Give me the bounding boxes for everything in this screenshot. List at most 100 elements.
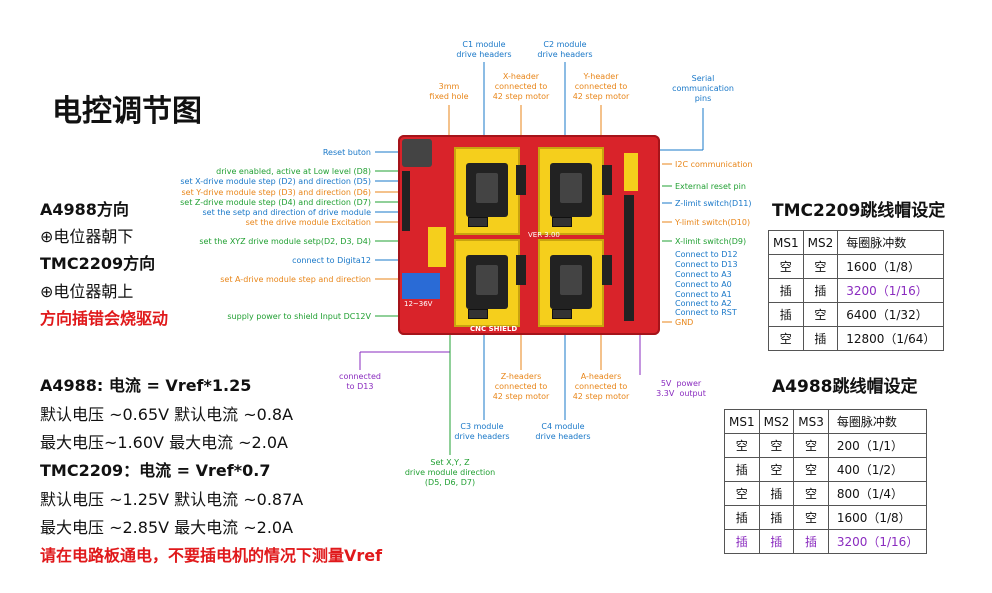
table-cell: 插: [793, 529, 829, 554]
table-cell: 空: [793, 481, 829, 506]
serial-pins: [624, 153, 638, 191]
tmc-jumper-table: MS1 MS2 每圈脉冲数 空 空 1600（1/8） 插 插 3200（1/1…: [768, 230, 945, 351]
direction-warning: 方向插错会烧驱动: [40, 309, 169, 328]
callout-serial: Serial communication pins: [672, 74, 734, 103]
reset-button-image: [402, 139, 432, 167]
a4988-table-title: A4988跳线帽设定: [772, 377, 918, 397]
table-cell: 1600（1/8）: [827, 505, 928, 530]
table-cell: 1600（1/8）: [837, 254, 945, 279]
table-row: 插 插 插 3200（1/16）: [724, 529, 928, 554]
a4988-default: 默认电压 ~0.65V 默认电流 ~0.8A: [40, 405, 294, 424]
table-cell: 空: [768, 254, 804, 279]
table-cell: 空: [758, 433, 795, 458]
table-cell: 插: [724, 505, 760, 530]
callout-i2c: I2C communication: [675, 160, 753, 169]
table-cell: 空: [793, 457, 829, 482]
callout-power: supply power to shield Input DC12V: [227, 312, 371, 321]
callout-enable: drive enabled, active at Low level (D8): [216, 167, 371, 176]
table-cell: 空: [768, 326, 804, 351]
table-row: 空 空 空 200（1/1）: [724, 433, 928, 458]
vref-warning: 请在电路板通电，不要插电机的情况下测量Vref: [40, 546, 383, 565]
callout-a-step: set A-drive module step and direction: [220, 275, 371, 284]
left-header: [402, 171, 410, 231]
driver-x: [454, 147, 520, 235]
a-motor-header: [602, 255, 612, 285]
callout-xyz-step: set the XYZ drive module setp(D2, D3, D4…: [199, 237, 371, 246]
column-header: 每圈脉冲数: [837, 230, 945, 255]
callout-z-limit: Z-limit switch(D11): [675, 199, 752, 208]
table-cell: 插: [768, 278, 804, 303]
table-row: 空 插 空 800（1/4）: [724, 481, 928, 506]
callout-x-limit: X-limit switch(D9): [675, 237, 747, 246]
table-cell: 800（1/4）: [827, 481, 928, 506]
tmc-pot-note: ⊕电位器朝上: [40, 282, 134, 301]
table-cell: 空: [793, 505, 829, 530]
callout-y-header: Y-header connected to 42 step motor: [572, 72, 630, 101]
callout-z-header: Z-headers connected to 42 step motor: [492, 372, 550, 401]
a4988-jumper-table: MS1 MS2 MS3 每圈脉冲数 空 空 空 200（1/1） 插 空 空 4…: [724, 409, 928, 554]
table-cell: 空: [758, 457, 795, 482]
limit-switch-header: [624, 195, 634, 321]
jumper-header: [428, 227, 446, 267]
callout-c1: C1 module drive headers: [456, 40, 512, 59]
table-cell: 空: [793, 433, 829, 458]
board-label-version: VER 3.00: [528, 231, 560, 239]
cnc-shield-board: CNC SHIELD VER 3.00: [398, 135, 660, 335]
callout-5v-power: 5V power 3.3V output: [656, 379, 706, 398]
tmc-direction: TMC2209方向: [40, 254, 156, 273]
callout-ext-reset: External reset pin: [675, 182, 746, 191]
callout-x-header: X-header connected to 42 step motor: [492, 72, 550, 101]
board-label-cnc: CNC SHIELD: [470, 325, 518, 333]
table-row: 插 插 空 1600（1/8）: [724, 505, 928, 530]
table-cell: 200（1/1）: [827, 433, 928, 458]
tmc-max: 最大电压 ~2.85V 最大电流 ~2.0A: [40, 518, 294, 537]
callout-x-step: set X-drive module step (D2) and directi…: [180, 177, 371, 186]
table-cell: 空: [724, 481, 760, 506]
table-row: 插 空 6400（1/32）: [768, 302, 945, 327]
table-cell: 插: [758, 529, 795, 554]
callout-a1: Connect to A1: [675, 290, 732, 299]
callout-rst: Connect to RST: [675, 308, 737, 317]
column-header: 每圈脉冲数: [827, 409, 928, 434]
callout-connected-d13: connected to D13: [339, 372, 381, 391]
column-header: MS1: [768, 230, 804, 255]
a4988-pot-note: ⊕电位器朝下: [40, 227, 134, 246]
table-cell: 插: [768, 302, 804, 327]
a4988-max: 最大电压~1.60V 最大电流 ~2.0A: [40, 433, 288, 452]
callout-gnd: GND: [675, 318, 694, 327]
tmc-formula: TMC2209：电流 = Vref*0.7: [40, 461, 271, 480]
table-row: 插 插 3200（1/16）: [768, 278, 945, 303]
table-cell: 插: [758, 505, 795, 530]
callout-d13: Connect to D13: [675, 260, 738, 269]
table-cell: 插: [724, 457, 760, 482]
a4988-formula: A4988: 电流 = Vref*1.25: [40, 376, 252, 395]
column-header: MS3: [793, 409, 829, 434]
table-header-row: MS1 MS2 MS3 每圈脉冲数: [724, 409, 928, 434]
power-terminal: [402, 273, 440, 299]
tmc-default: 默认电压 ~1.25V 默认电流 ~0.87A: [40, 490, 304, 509]
table-cell: 空: [724, 433, 760, 458]
table-row: 空 插 12800（1/64）: [768, 326, 945, 351]
callout-reset: Reset buton: [322, 148, 371, 157]
callout-c2: C2 module drive headers: [537, 40, 593, 59]
table-cell: 400（1/2）: [827, 457, 928, 482]
table-cell: 12800（1/64）: [837, 326, 945, 351]
callout-a0: Connect to A0: [675, 280, 732, 289]
power-voltage-label: 12~36V: [404, 300, 433, 308]
callout-a2: Connect to A2: [675, 299, 732, 308]
callout-excitation: set the drive module Excitation: [245, 218, 371, 227]
callout-fixed-hole: 3mm fixed hole: [429, 82, 469, 101]
tmc-table-title: TMC2209跳线帽设定: [772, 201, 946, 221]
table-cell: 6400（1/32）: [837, 302, 945, 327]
callout-step-dir: set the setp and direction of drive modu…: [202, 208, 371, 217]
callout-c4: C4 module drive headers: [535, 422, 591, 441]
callout-y-limit: Y-limit switch(D10): [675, 218, 751, 227]
callout-a3: Connect to A3: [675, 270, 732, 279]
x-motor-header: [516, 165, 526, 195]
page-title: 电控调节图: [52, 94, 202, 129]
table-cell: 3200（1/16）: [837, 278, 945, 303]
callout-z-step: set Z-drive module step (D4) and directi…: [180, 198, 371, 207]
callout-d12: Connect to D12: [675, 250, 738, 259]
callout-c3: C3 module drive headers: [454, 422, 510, 441]
callout-a-header: A-headers connected to 42 step motor: [572, 372, 630, 401]
